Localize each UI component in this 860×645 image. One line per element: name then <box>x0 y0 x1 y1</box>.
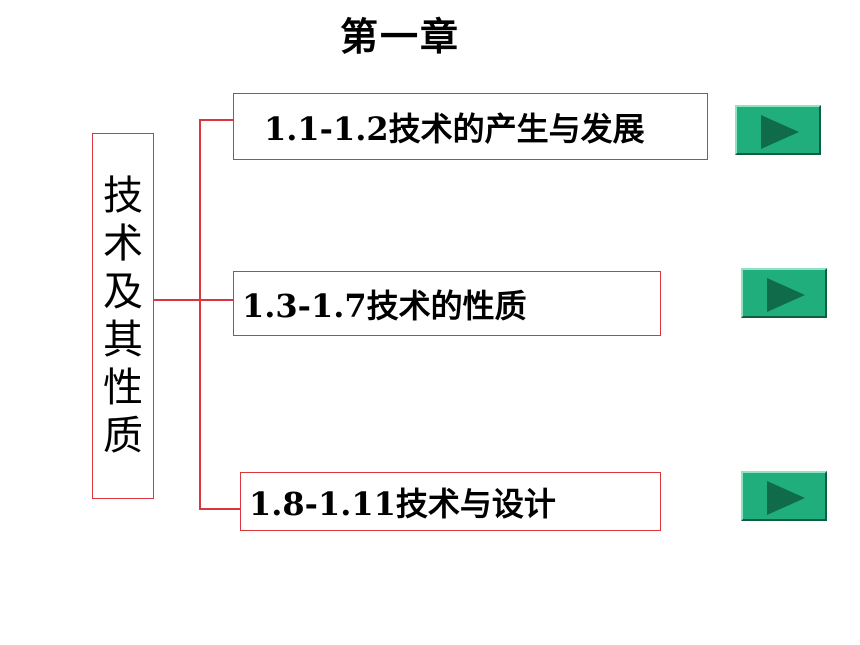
topic-label: 1.3-1.7技术的性质 <box>242 286 527 325</box>
topic-label: 1.8-1.11技术与设计 <box>249 484 556 523</box>
play-icon <box>761 115 799 149</box>
main-topic-char: 其 <box>103 317 143 363</box>
main-topic-box: 技 术 及 其 性 质 <box>92 133 154 499</box>
topic-box-2[interactable]: 1.3-1.7技术的性质 <box>233 271 661 336</box>
main-topic-char: 性 <box>103 365 143 411</box>
topic-label: 1.1-1.2技术的产生与发展 <box>264 109 645 148</box>
connector-spine <box>199 119 201 509</box>
connector-branch-1 <box>199 119 234 121</box>
play-icon <box>767 278 805 312</box>
main-topic-char: 技 <box>103 173 143 219</box>
play-button-3[interactable] <box>741 471 827 521</box>
play-button-2[interactable] <box>741 268 827 318</box>
connector-branch-2 <box>199 299 234 301</box>
connector-branch-3 <box>199 508 240 510</box>
topic-box-3[interactable]: 1.8-1.11技术与设计 <box>240 472 661 531</box>
topic-box-1[interactable]: 1.1-1.2技术的产生与发展 <box>233 93 708 160</box>
main-topic-char: 质 <box>103 413 143 459</box>
play-icon <box>767 481 805 515</box>
chapter-title: 第一章 <box>339 14 460 59</box>
play-button-1[interactable] <box>735 105 821 155</box>
connector-stem <box>154 299 200 301</box>
main-topic-char: 术 <box>103 221 143 267</box>
main-topic-char: 及 <box>103 269 143 315</box>
